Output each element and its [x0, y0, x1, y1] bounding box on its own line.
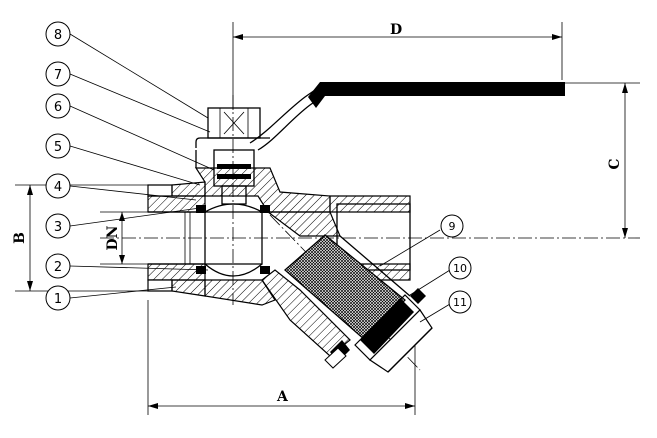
callout-2: 2 — [45, 253, 71, 279]
callout-3: 3 — [45, 213, 71, 239]
callout-8: 8 — [45, 21, 71, 47]
strainer-branch — [261, 211, 411, 357]
callout-2-label: 2 — [54, 260, 62, 275]
dimension-d-label: D — [390, 22, 402, 38]
callout-10: 10 — [448, 256, 472, 280]
callout-6-label: 6 — [54, 100, 62, 115]
callout-5: 5 — [45, 133, 71, 159]
dimension-b: B — [12, 184, 150, 292]
stem-nut — [195, 107, 270, 168]
callout-4: 4 — [45, 173, 71, 199]
callout-9-label: 9 — [449, 220, 456, 233]
leader-lines — [69, 33, 451, 323]
callout-9: 9 — [440, 214, 464, 238]
callout-7: 7 — [45, 61, 71, 87]
callout-10-label: 10 — [453, 262, 467, 275]
strainer-cap — [324, 288, 433, 373]
callout-1-label: 1 — [54, 292, 62, 307]
callout-6: 6 — [45, 93, 71, 119]
handle-lever — [249, 82, 565, 151]
callout-3-label: 3 — [54, 220, 62, 235]
dimension-a: A — [147, 300, 416, 415]
dimension-a-label: A — [276, 389, 289, 405]
callout-5-label: 5 — [54, 140, 62, 155]
valve-body — [147, 167, 411, 306]
dimension-c: C — [565, 82, 640, 238]
dimension-d: D — [232, 22, 563, 110]
dimension-b-label: B — [12, 232, 28, 244]
callout-4-label: 4 — [54, 180, 62, 195]
callout-11-label: 11 — [453, 296, 467, 309]
callout-1: 1 — [45, 285, 71, 311]
callout-11: 11 — [448, 290, 472, 314]
dimension-c-label: C — [607, 158, 623, 169]
callout-8-label: 8 — [54, 28, 62, 43]
callout-7-label: 7 — [54, 68, 62, 83]
